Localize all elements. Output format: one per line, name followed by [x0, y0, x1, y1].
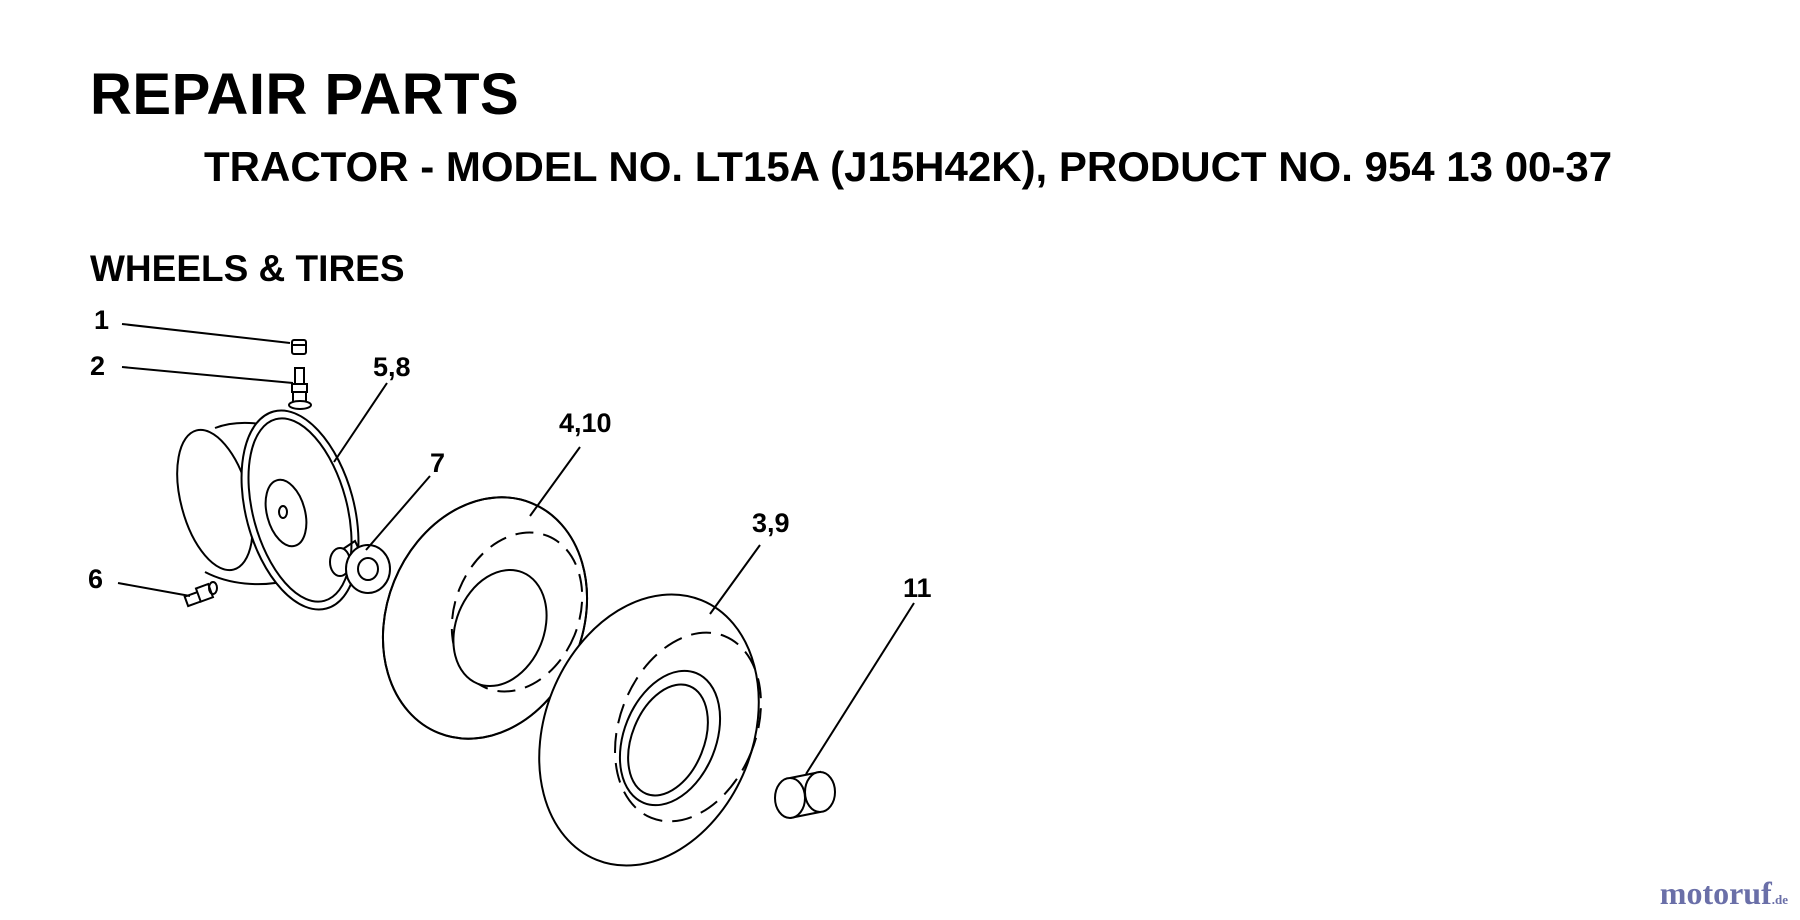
model-subtitle: TRACTOR - MODEL NO. LT15A (J15H42K), PRO… — [204, 143, 1613, 190]
part-valve-stem — [288, 367, 312, 410]
watermark-suffix: .de — [1771, 892, 1788, 907]
callout-1: 1 — [94, 305, 109, 335]
callout-4-10: 4,10 — [559, 408, 612, 438]
part-grease-fitting — [183, 581, 218, 608]
part-valve-cap — [291, 339, 307, 355]
callout-7: 7 — [430, 448, 445, 478]
callout-5-8: 5,8 — [373, 352, 411, 382]
watermark-logo: motoruf.de — [1660, 875, 1788, 912]
part-front-tire — [381, 496, 589, 740]
leader-lines — [117, 323, 915, 775]
callout-3-9: 3,9 — [752, 508, 790, 538]
callout-11: 11 — [903, 573, 932, 603]
callout-2: 2 — [90, 351, 105, 381]
part-bushing — [329, 539, 391, 594]
page-title: REPAIR PARTS — [90, 62, 520, 127]
callout-6: 6 — [88, 564, 103, 594]
watermark-brand: motoruf — [1659, 875, 1772, 911]
part-spacer — [774, 770, 836, 819]
part-rear-tire — [538, 593, 762, 867]
section-title: WHEELS & TIRES — [90, 248, 405, 289]
